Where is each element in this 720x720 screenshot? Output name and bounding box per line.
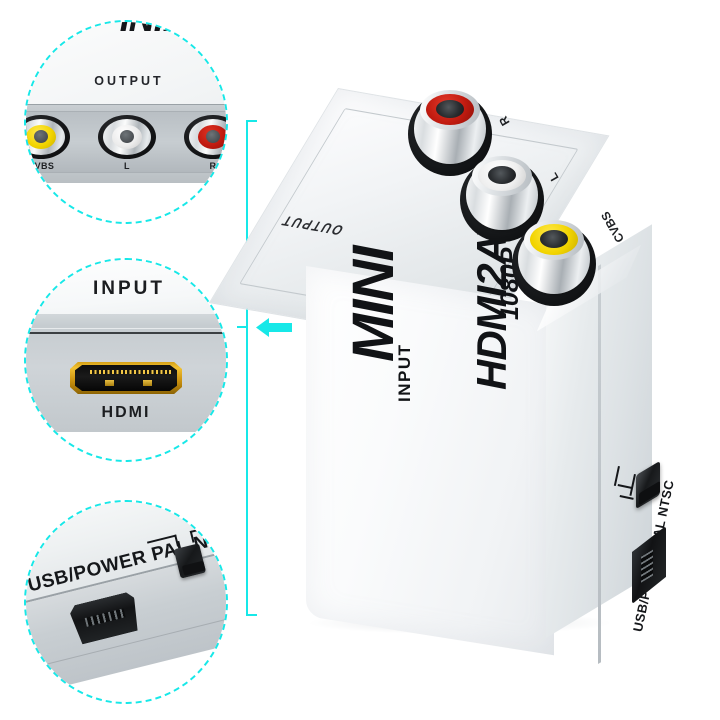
callout-output-port-panel: CVBS L R: [26, 104, 226, 183]
hdmi-port-pins: [90, 370, 172, 374]
device-side-groove: [598, 264, 601, 664]
bracket-tick-top: [246, 120, 257, 122]
rca-left-pin: [120, 130, 134, 143]
callout-input-top-surface: INPUT: [26, 260, 226, 314]
device-input-label: INPUT: [395, 343, 414, 403]
device-rca-right-bore: [436, 100, 464, 118]
callout-output-inner: AV MINI OUTPUT CVBS: [24, 20, 226, 222]
callout-input-seam: [26, 332, 226, 334]
hdmi-port-block-left: [105, 380, 114, 386]
device-rca-label-cvbs: CVBS: [598, 209, 628, 245]
brand-fragment-av: AV: [24, 20, 57, 54]
hdmi-port-label: HDMI: [101, 404, 151, 421]
rca-cvbs-pin: [34, 130, 48, 143]
callout-input-seam-highlight: [26, 328, 226, 329]
callout-input-title: INPUT: [93, 278, 165, 299]
hdmi-port: [70, 362, 182, 394]
hdmi-port-cavity: [75, 365, 177, 391]
callout-input: INPUT HDMI: [24, 258, 228, 462]
bracket-tick-bottom: [246, 614, 257, 616]
rca-label-cvbs: CVBS: [27, 161, 55, 171]
rca-jack-left: [98, 115, 156, 159]
product-converter-device: OUTPUT MINI HDMI2AV 1080P INPUT R L: [208, 70, 700, 670]
pointer-arrow-icon: [256, 318, 292, 337]
callout-usb-power: USB/POWER PAL NTSC: [24, 500, 228, 704]
callout-input-inner: INPUT HDMI: [26, 260, 226, 460]
device-rca-jack-right: [408, 90, 492, 176]
hdmi-port-block-right: [143, 380, 152, 386]
device-rca-left-bore: [488, 166, 516, 184]
callout-usb-inner: USB/POWER PAL NTSC: [26, 502, 226, 702]
callout-output: AV MINI OUTPUT CVBS: [24, 20, 228, 224]
rca-right-pin: [206, 130, 220, 143]
callout-output-title: OUTPUT: [94, 74, 164, 88]
rca-jack-cvbs: [26, 115, 70, 159]
rca-label-right: R: [209, 161, 217, 171]
callout-usb-tilted-body: USB/POWER PAL NTSC: [26, 502, 226, 702]
rca-jack-right: [184, 115, 226, 159]
callout-connector-bracket: [246, 120, 248, 616]
device-rca-cvbs-bore: [540, 230, 568, 248]
brand-fragment-mini: MINI: [122, 22, 194, 39]
bracket-tick-middle: [237, 326, 247, 328]
rca-label-left: L: [124, 161, 130, 171]
device-rca-jack-cvbs: [512, 220, 596, 306]
